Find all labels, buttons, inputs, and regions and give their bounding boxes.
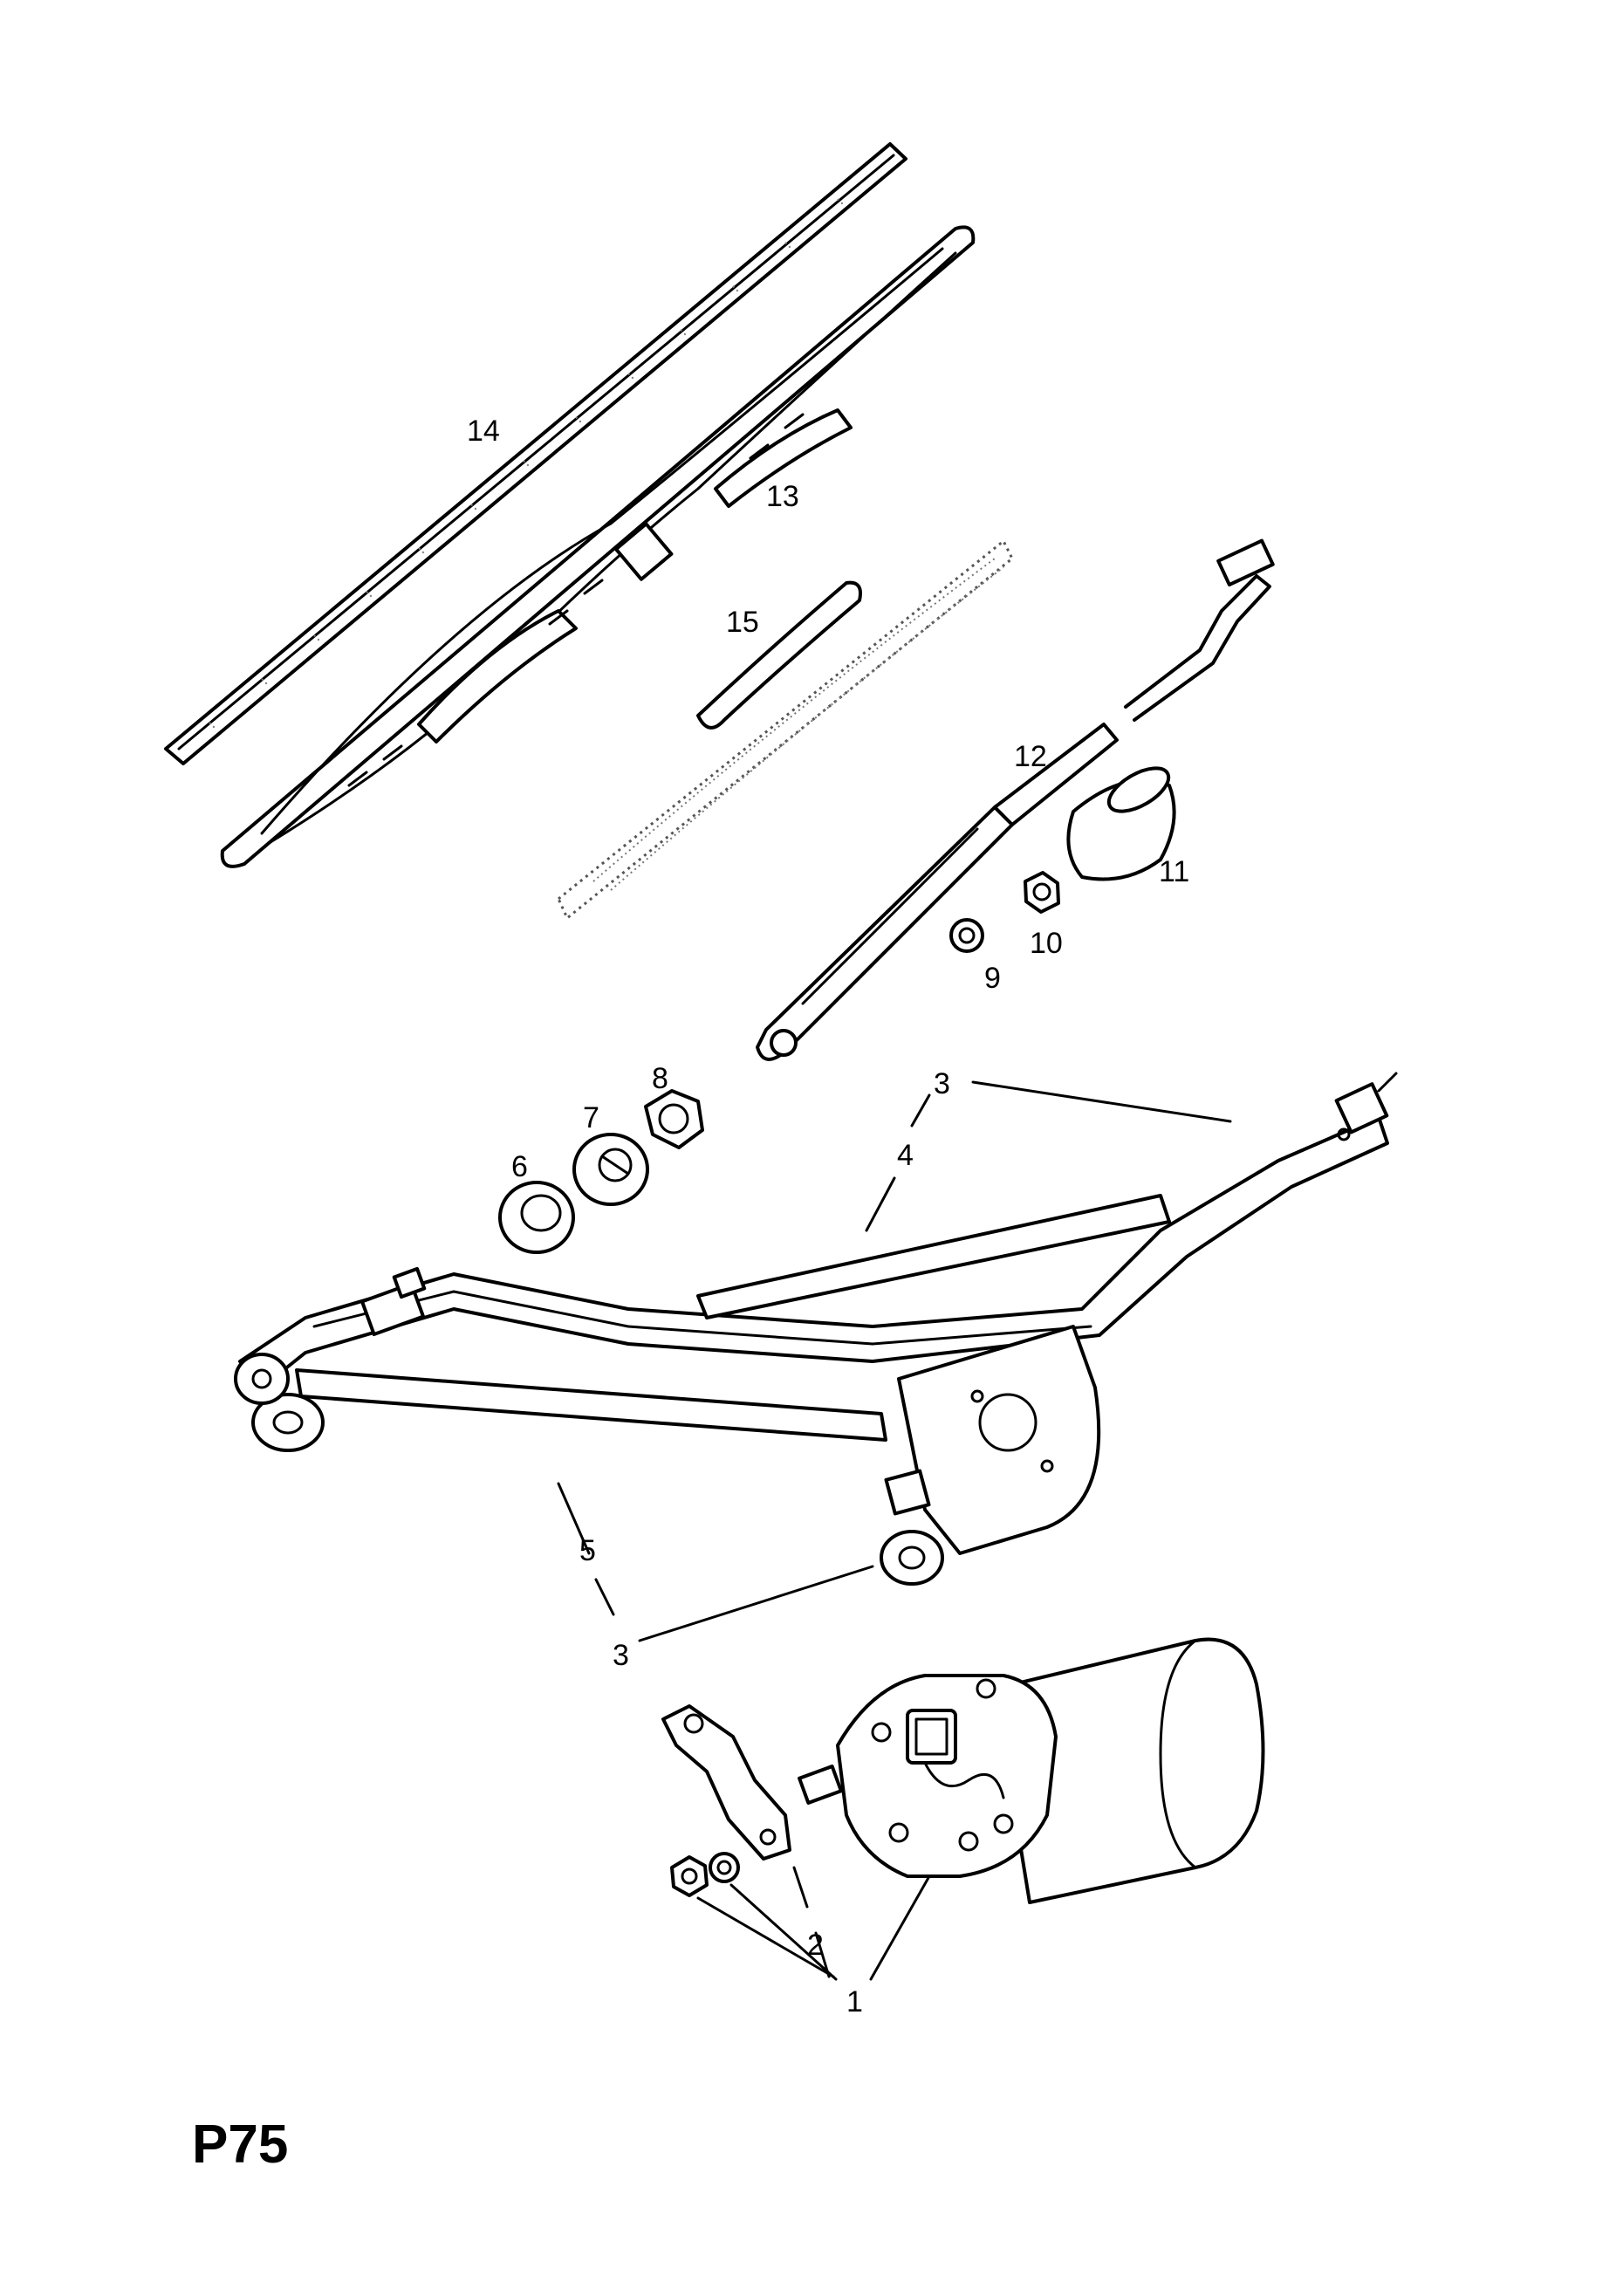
callout-13: 13 xyxy=(766,480,799,513)
bracket xyxy=(661,1704,791,1861)
bush-7 xyxy=(572,1133,649,1206)
callout-14: 14 xyxy=(467,415,500,448)
callout-12: 12 xyxy=(1014,740,1047,773)
wiper-arm xyxy=(756,538,1275,1061)
optional-blade-outline xyxy=(557,538,1014,921)
callout-1: 1 xyxy=(846,1985,863,2018)
nut-8 xyxy=(644,1089,704,1149)
washer-motor xyxy=(709,1852,740,1883)
leader-lines xyxy=(557,1080,1232,1981)
callout-9: 9 xyxy=(984,962,1001,995)
callout-labels: 14 13 15 12 11 10 9 8 7 6 3 4 5 3 2 1 xyxy=(467,415,1189,2018)
callout-8: 8 xyxy=(652,1062,668,1095)
wiper-blade-insert xyxy=(164,142,907,765)
nut-motor xyxy=(670,1855,709,1897)
callout-4: 4 xyxy=(897,1139,914,1172)
callout-7: 7 xyxy=(583,1101,599,1134)
callout-10: 10 xyxy=(1030,927,1063,960)
callout-5: 5 xyxy=(579,1534,596,1567)
callout-2: 2 xyxy=(807,1929,824,1962)
callout-3-bottom: 3 xyxy=(613,1639,629,1672)
wiper-linkage-frame xyxy=(234,1072,1398,1586)
wiper-blade-frame xyxy=(220,225,976,868)
callout-6: 6 xyxy=(511,1150,528,1183)
washer-9 xyxy=(949,918,984,953)
nut-10 xyxy=(1024,871,1060,914)
callout-11: 11 xyxy=(1159,855,1189,888)
callout-3-top: 3 xyxy=(934,1067,950,1100)
page-code: P75 xyxy=(192,2114,288,2175)
wiper-motor xyxy=(798,1637,1265,1904)
callout-15: 15 xyxy=(726,606,759,639)
spoiler-clip xyxy=(696,580,862,730)
cap xyxy=(1066,766,1176,881)
grommet-6 xyxy=(498,1181,575,1254)
